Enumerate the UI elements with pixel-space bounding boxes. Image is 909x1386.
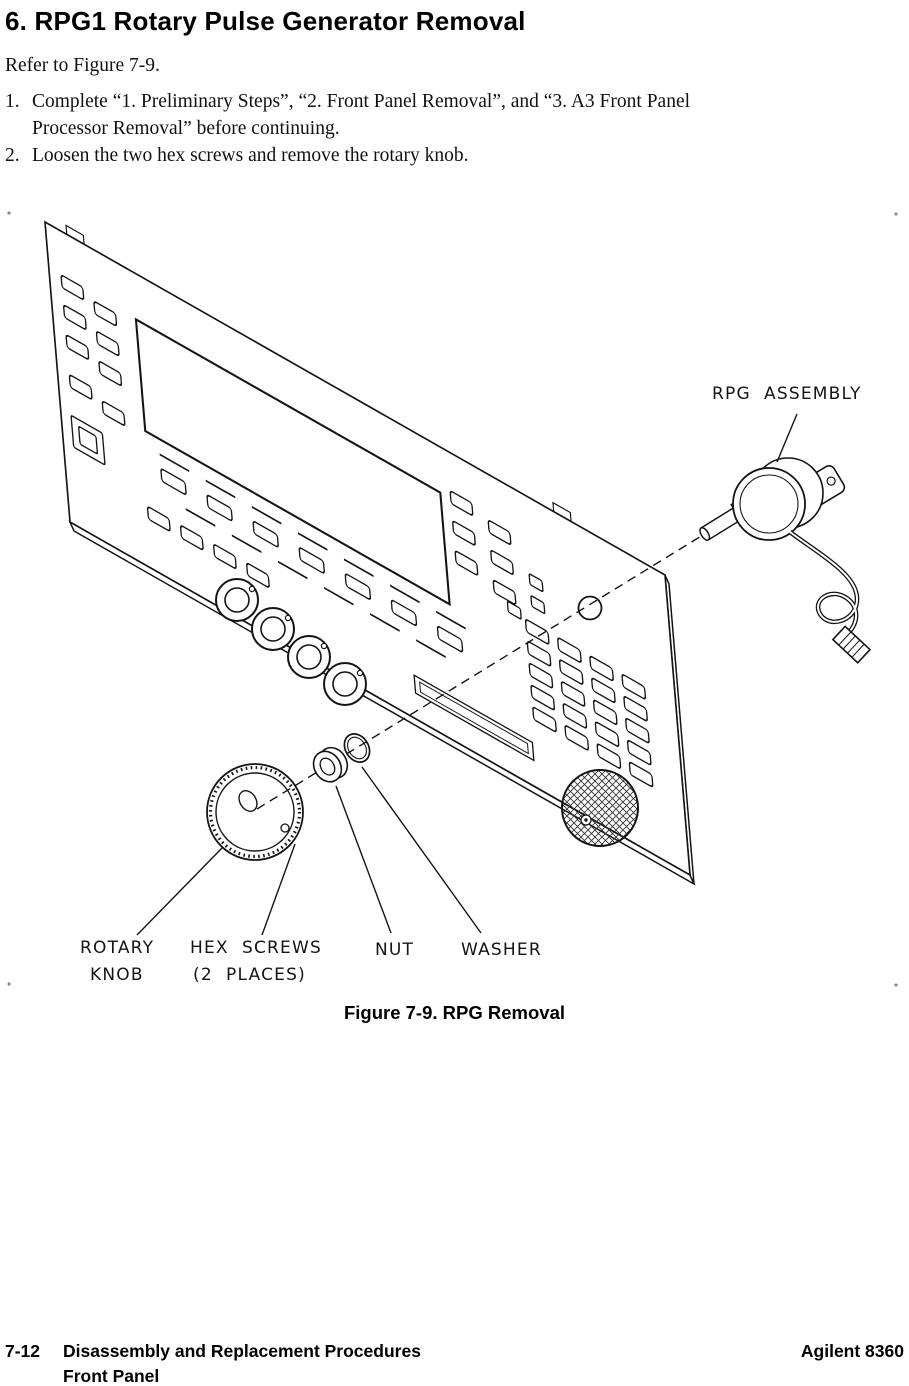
step-text-line: Processor Removal” before continuing. — [32, 118, 340, 139]
page-title: 6. RPG1 Rotary Pulse Generator Removal — [5, 6, 526, 36]
intro-text: Refer to Figure 7-9. — [5, 55, 160, 76]
bnc-connectors — [215, 578, 367, 706]
footer-page-number: 7-12 — [5, 1341, 41, 1361]
label-rotary-knob-2: KNOB — [90, 965, 144, 985]
footer-product: Agilent 8360 — [800, 1341, 904, 1361]
leader-lines — [136, 413, 798, 936]
instruction-list: 1. Complete “1. Preliminary Steps”, “2. … — [5, 88, 690, 169]
figure-drawing — [7, 211, 898, 987]
label-hex-screws: HEX SCREWS — [190, 938, 322, 958]
cable-connector — [831, 625, 872, 664]
footer-section: Front Panel — [63, 1366, 160, 1386]
label-washer: WASHER — [461, 940, 542, 960]
footer-chapter: Disassembly and Replacement Procedures — [63, 1341, 421, 1361]
display-window — [134, 317, 451, 607]
panel-slot — [413, 674, 535, 762]
figure-caption: Figure 7-9. RPG Removal — [343, 1002, 566, 1023]
washer-part — [343, 733, 371, 763]
panel-hole — [577, 595, 603, 621]
step-text-line: Complete “1. Preliminary Steps”, “2. Fro… — [32, 91, 691, 112]
panel-label-dashes — [159, 453, 466, 659]
rpg-assembly — [699, 457, 872, 664]
rpg-knob-front — [561, 769, 639, 847]
panel-keys — [60, 275, 654, 788]
figure-7-9: RPG ASSEMBLY ROTARY KNOB HEX SCREWS (2 P… — [0, 200, 909, 1030]
registration-marks — [7, 211, 898, 987]
step-1: 1. Complete “1. Preliminary Steps”, “2. … — [5, 88, 690, 142]
step-number: 2. — [5, 145, 20, 166]
rpg-cable — [788, 530, 860, 639]
step-2: 2. Loosen the two hex screws and remove … — [5, 142, 690, 169]
label-hex-screws-2: (2 PLACES) — [193, 965, 306, 985]
label-rpg-assembly: RPG ASSEMBLY — [712, 384, 862, 404]
label-nut: NUT — [375, 940, 415, 960]
front-panel — [44, 220, 691, 877]
rotary-knob-part — [206, 763, 304, 861]
step-number: 1. — [5, 91, 20, 112]
label-rotary-knob: ROTARY — [80, 938, 155, 958]
nut-part — [312, 746, 349, 783]
step-text-line: Loosen the two hex screws and remove the… — [32, 145, 469, 166]
